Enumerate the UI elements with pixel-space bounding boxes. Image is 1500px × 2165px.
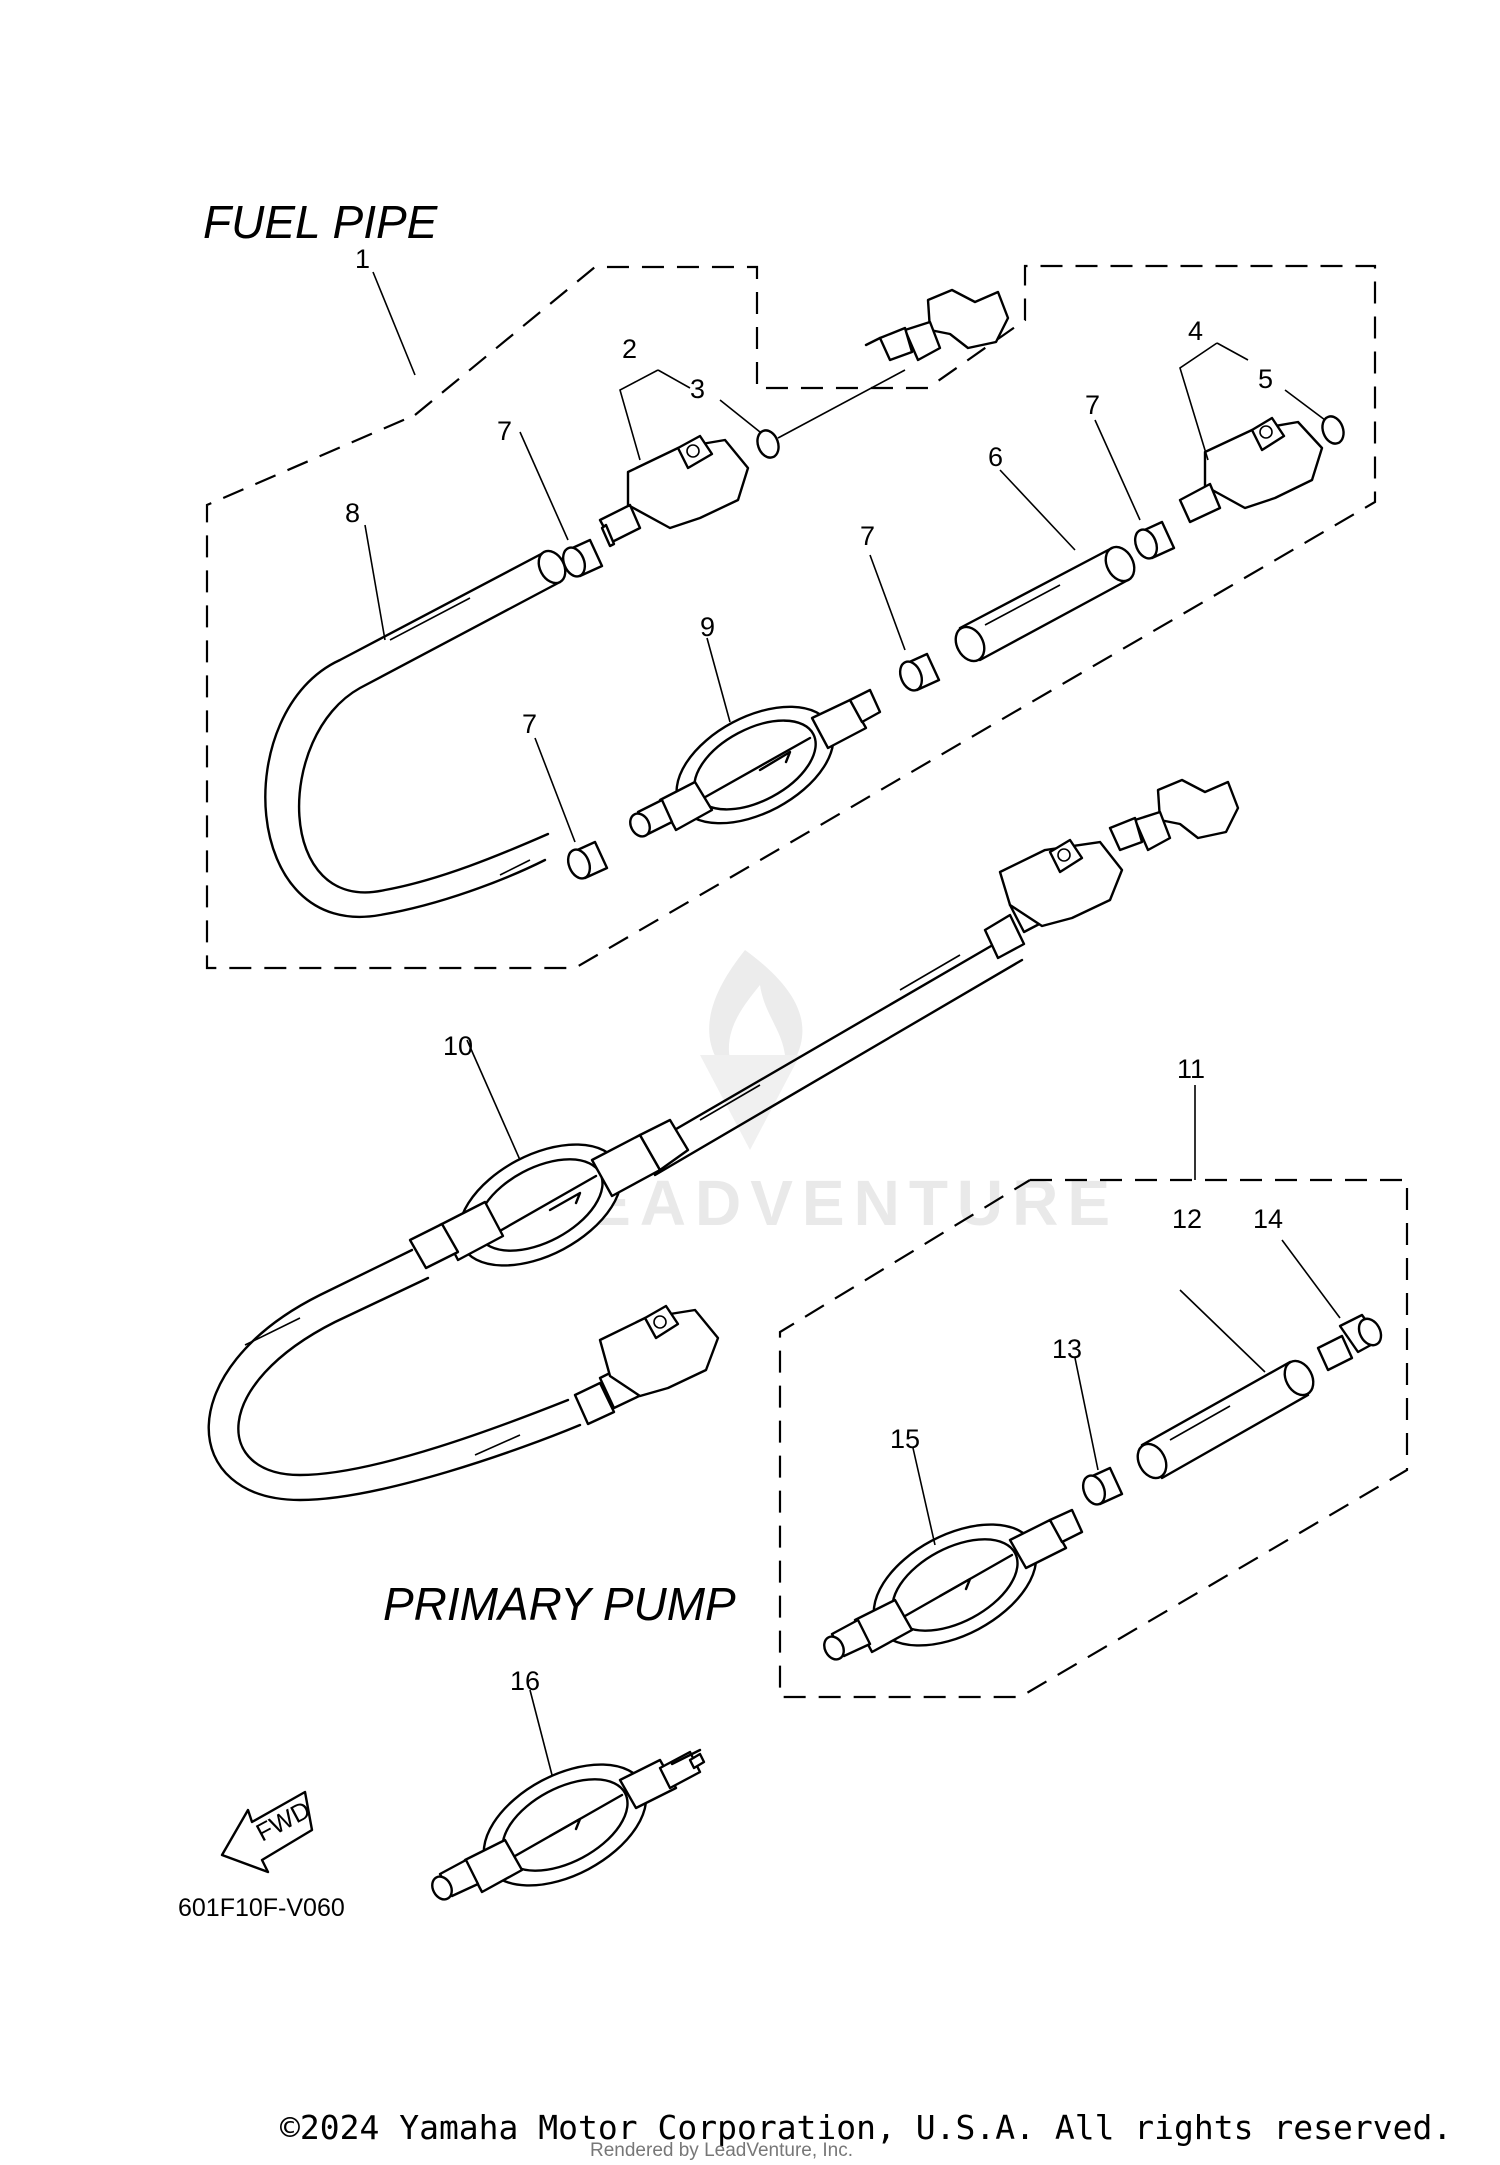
engine-connector-upper [864,288,1010,362]
hose-8 [264,549,567,919]
copyright-notice: ©2024 Yamaha Motor Corporation, U.S.A. A… [280,2108,1453,2147]
primary-pump-title: PRIMARY PUMP [383,1578,736,1630]
callout-7a: 7 [497,416,512,446]
hose-clip-7d [566,840,609,880]
callout-14: 14 [1253,1204,1283,1234]
callout-11: 11 [1177,1054,1205,1084]
hose-6 [954,545,1136,663]
hose-clip-13 [1081,1466,1124,1506]
primary-pump-kit-boundary [778,1178,1409,1699]
callout-13: 13 [1052,1334,1082,1364]
callout-7c: 7 [860,521,875,551]
callout-1: 1 [355,244,370,274]
callout-6: 6 [988,442,1003,472]
rendered-by-credit: Rendered by LeadVenture, Inc. [590,2140,854,2161]
hose-clip-7b [1133,520,1176,560]
callout-15: 15 [890,1424,920,1454]
fuel-line-assembly-10 [207,778,1240,1502]
callout-2: 2 [622,334,637,364]
hose-clip-7c [898,652,941,692]
hose-12 [1136,1359,1315,1480]
callout-12: 12 [1172,1204,1202,1234]
fuel-pipe-title: FUEL PIPE [203,196,439,248]
leader-lines [364,271,1341,1776]
primer-bulb-15 [823,1508,1084,1661]
fwd-arrow-icon: FWD [220,1790,315,1874]
callout-16: 16 [510,1666,540,1696]
callout-5: 5 [1258,364,1273,394]
o-ring-3 [756,429,780,459]
callout-9: 9 [700,612,715,642]
o-ring-5 [1321,415,1345,445]
diagram-code: 601F10F-V060 [178,1894,345,1922]
callout-4: 4 [1188,316,1203,346]
hose-fitting-14 [1316,1313,1383,1372]
callout-10: 10 [443,1031,473,1061]
primer-bulb-16 [431,1748,706,1901]
callout-8: 8 [345,498,360,528]
watermark: LEADVENTURE [540,950,1110,1239]
callout-3: 3 [690,374,705,404]
fuel-connector-4 [1178,416,1324,524]
hose-clip-7a [561,538,604,578]
fuel-pipe-kit-boundary [205,264,1377,970]
fuel-connector-2 [598,434,750,548]
callout-7b: 7 [1085,390,1100,420]
callout-7d: 7 [522,709,537,739]
primer-bulb-9 [629,688,882,838]
